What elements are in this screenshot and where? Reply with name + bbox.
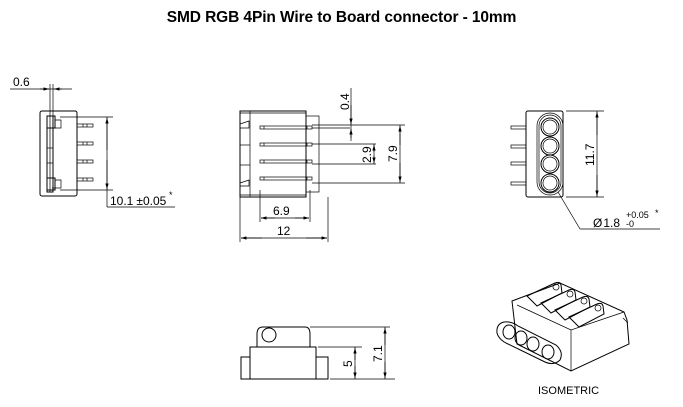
top-contacts [259, 125, 313, 181]
dim-front-height: 11.7 [583, 143, 597, 166]
dim-side-height: 10.1±0.05 [110, 194, 167, 208]
iso-contacts [526, 281, 605, 328]
critical-mark: * [169, 190, 173, 200]
drawing-title: SMD RGB 4Pin Wire to Board connector - 1… [166, 9, 517, 26]
dim-contact-length: 6.9 [273, 204, 290, 218]
dim-pin-gap: 0.4 [338, 93, 352, 110]
dim-hole-diameter: Ø1.8 [593, 216, 620, 230]
dim-overall-length: 12 [277, 224, 291, 238]
side-view: 0.6 10.1±0.05 * [10, 75, 175, 208]
tolerance-lower: -0 [626, 219, 634, 229]
top-view: 0.4 2.9 7.9 6.9 12 [239, 88, 405, 242]
bottom-view: 5 7.1 [240, 326, 395, 380]
dim-pin-thickness: 0.6 [13, 75, 30, 89]
isometric-view: ISOMETRIC [496, 281, 630, 397]
front-holes [540, 117, 560, 193]
iso-holes [502, 324, 555, 360]
front-pins [510, 125, 527, 186]
bottom-body [249, 346, 317, 380]
front-view: 11.7 Ø1.8 +0.05 -0 * [510, 110, 660, 230]
dim-total-height: 7.1 [371, 345, 385, 362]
side-pins [76, 123, 94, 182]
critical-mark: * [655, 208, 659, 218]
side-body [39, 110, 78, 197]
dim-pin-span: 7.9 [386, 145, 400, 162]
front-body [525, 110, 564, 198]
dim-pin-pitch: 2.9 [360, 146, 374, 163]
tolerance-upper: +0.05 [626, 210, 649, 220]
dim-body-height: 5 [341, 360, 355, 367]
isometric-label: ISOMETRIC [538, 385, 599, 397]
